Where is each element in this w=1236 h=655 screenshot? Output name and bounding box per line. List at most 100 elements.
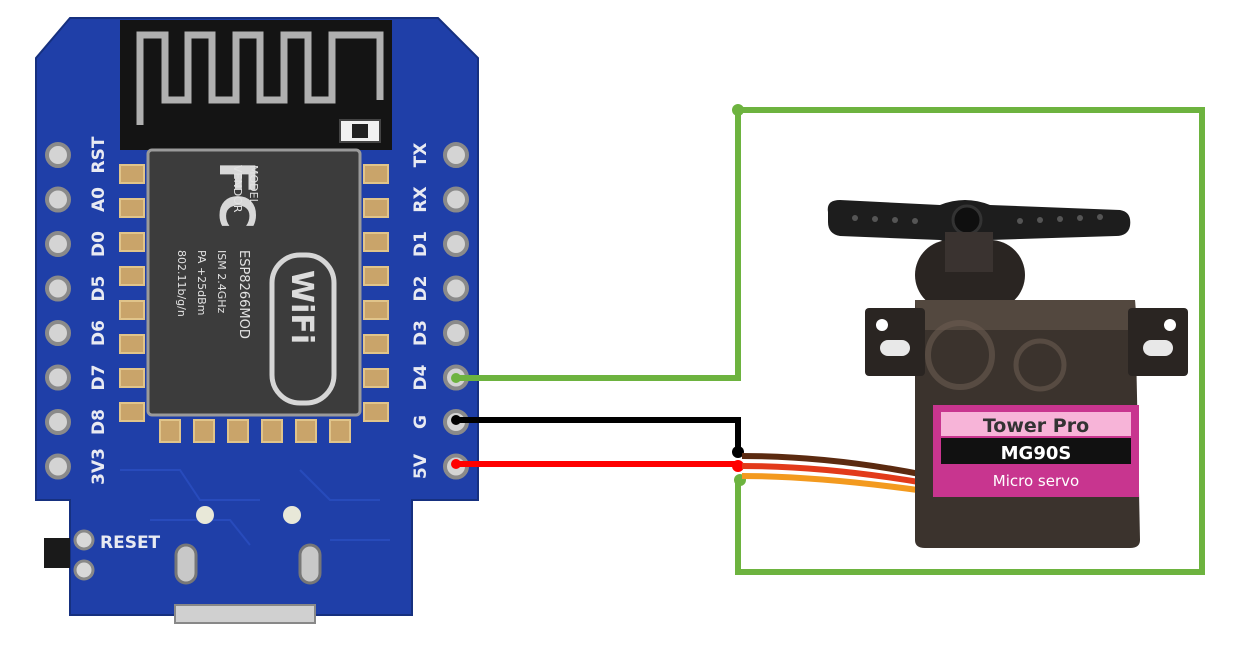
left-pin-d6[interactable]	[45, 320, 71, 346]
pcb-antenna	[136, 31, 384, 125]
right-pin-label: D1	[411, 231, 431, 257]
left-pin-label: D8	[89, 409, 109, 435]
module-pad	[363, 300, 389, 320]
junction-ground	[732, 446, 744, 458]
servo-cable-orange	[741, 473, 926, 494]
right-pin-label: 5V	[411, 453, 431, 479]
ground-wire	[456, 417, 741, 452]
svg-text:ESP8266MOD: ESP8266MOD	[236, 250, 251, 339]
right-pin-label-group: D1	[411, 231, 431, 257]
module-pad	[261, 419, 283, 443]
left-pin-label: A0	[89, 187, 109, 212]
svg-text:VENDOR: VENDOR	[231, 165, 244, 213]
module-pad	[295, 419, 317, 443]
right-pin-label-group: D4	[411, 364, 431, 390]
junction-5v	[451, 459, 461, 469]
left-pin-d5[interactable]	[45, 275, 71, 302]
left-pin-label-group: D5	[89, 276, 109, 302]
junction-d4	[451, 373, 461, 383]
signal-wire	[456, 107, 1205, 575]
reset-button[interactable]	[44, 538, 70, 568]
module-pad	[119, 266, 145, 286]
spec-text-2: PA +25dBm	[195, 250, 208, 315]
servo-cable-red	[741, 463, 926, 486]
right-pin-tx[interactable]	[443, 142, 469, 168]
module-pad	[363, 334, 389, 354]
right-pin-label: RX	[411, 186, 431, 212]
right-pin-label-group: TX	[411, 143, 431, 168]
right-pin-label: G	[411, 415, 431, 429]
junction-g	[451, 415, 461, 425]
left-pin-label: 3V3	[89, 448, 109, 485]
left-pin-label-group: D6	[89, 320, 109, 346]
fc-mark: FC	[208, 161, 264, 229]
left-pin-rst[interactable]	[45, 142, 71, 168]
left-pin-label: D7	[89, 365, 109, 391]
left-pin-label-group: A0	[89, 187, 109, 212]
module-pad	[363, 198, 389, 218]
via-1	[196, 506, 214, 524]
module-pad	[363, 266, 389, 286]
usb-tab-1	[174, 543, 198, 585]
svg-text:FC: FC	[208, 161, 264, 229]
module-pad	[329, 419, 351, 443]
svg-text:PA +25dBm: PA +25dBm	[195, 250, 208, 315]
mg90s-servo: Tower Pro MG90S Micro servo	[741, 200, 1188, 548]
module-pad	[119, 368, 145, 388]
module-right-pads	[363, 164, 389, 422]
right-pin-label-group: RX	[411, 186, 431, 212]
left-pin-label: D6	[89, 320, 109, 346]
right-pin-label: D2	[411, 276, 431, 302]
left-pin-label-group: RST	[89, 136, 109, 173]
left-pin-a0[interactable]	[45, 186, 71, 213]
right-pin-label: D3	[411, 320, 431, 346]
left-pin-label-group: 3V3	[89, 448, 109, 485]
usb-tab-2	[298, 543, 322, 585]
wires	[451, 104, 1205, 575]
servo-brand: Tower Pro	[983, 415, 1089, 437]
right-pin-label-group: D3	[411, 320, 431, 346]
left-pin-label-group: D7	[89, 365, 109, 391]
left-pin-d8[interactable]	[45, 409, 71, 435]
svg-text:ISM 2.4GHz: ISM 2.4GHz	[215, 250, 228, 314]
left-pin-d7[interactable]	[45, 364, 71, 391]
left-pin-d0[interactable]	[45, 231, 71, 257]
pcb-traces	[120, 469, 390, 546]
right-pin-label: TX	[411, 143, 431, 168]
servo-gear-tower	[915, 240, 1025, 310]
right-pin-d1[interactable]	[443, 231, 469, 257]
right-pin-label-group: D2	[411, 276, 431, 302]
horn-holes	[852, 214, 1103, 224]
svg-text:MODEL: MODEL	[247, 165, 260, 206]
reset-label: RESET	[100, 533, 161, 553]
module-pad	[227, 419, 249, 443]
right-pin-rx[interactable]	[443, 186, 469, 213]
servo-type: Micro servo	[993, 472, 1079, 490]
esp-module-shield	[146, 148, 362, 417]
junction-power	[732, 460, 744, 472]
reset-pad-1	[73, 529, 95, 551]
left-pin-label: D5	[89, 276, 109, 302]
module-pad	[363, 368, 389, 388]
left-pin-label-group: D0	[89, 231, 109, 257]
reset-pad-2	[73, 559, 95, 581]
svg-text:802.11b/g/n: 802.11b/g/n	[175, 250, 188, 317]
left-pin-label-group: D8	[89, 409, 109, 435]
module-pad	[119, 164, 145, 184]
right-pin-d2[interactable]	[443, 275, 469, 302]
module-left-pads	[119, 164, 145, 422]
left-pin-label: D0	[89, 231, 109, 257]
svg-text:WiFi: WiFi	[284, 270, 319, 344]
junction-signal-top	[732, 104, 744, 116]
servo-model: MG90S	[1001, 443, 1072, 464]
spec-text-3: ISM 2.4GHz	[215, 250, 228, 314]
module-pad	[119, 334, 145, 354]
micro-usb-port[interactable]	[174, 604, 316, 624]
wifi-logo: WiFi	[269, 252, 337, 406]
left-pin-3v3[interactable]	[45, 453, 71, 480]
module-pad	[159, 419, 181, 443]
right-pin-d3[interactable]	[443, 320, 469, 346]
module-pad	[193, 419, 215, 443]
module-pad	[119, 198, 145, 218]
